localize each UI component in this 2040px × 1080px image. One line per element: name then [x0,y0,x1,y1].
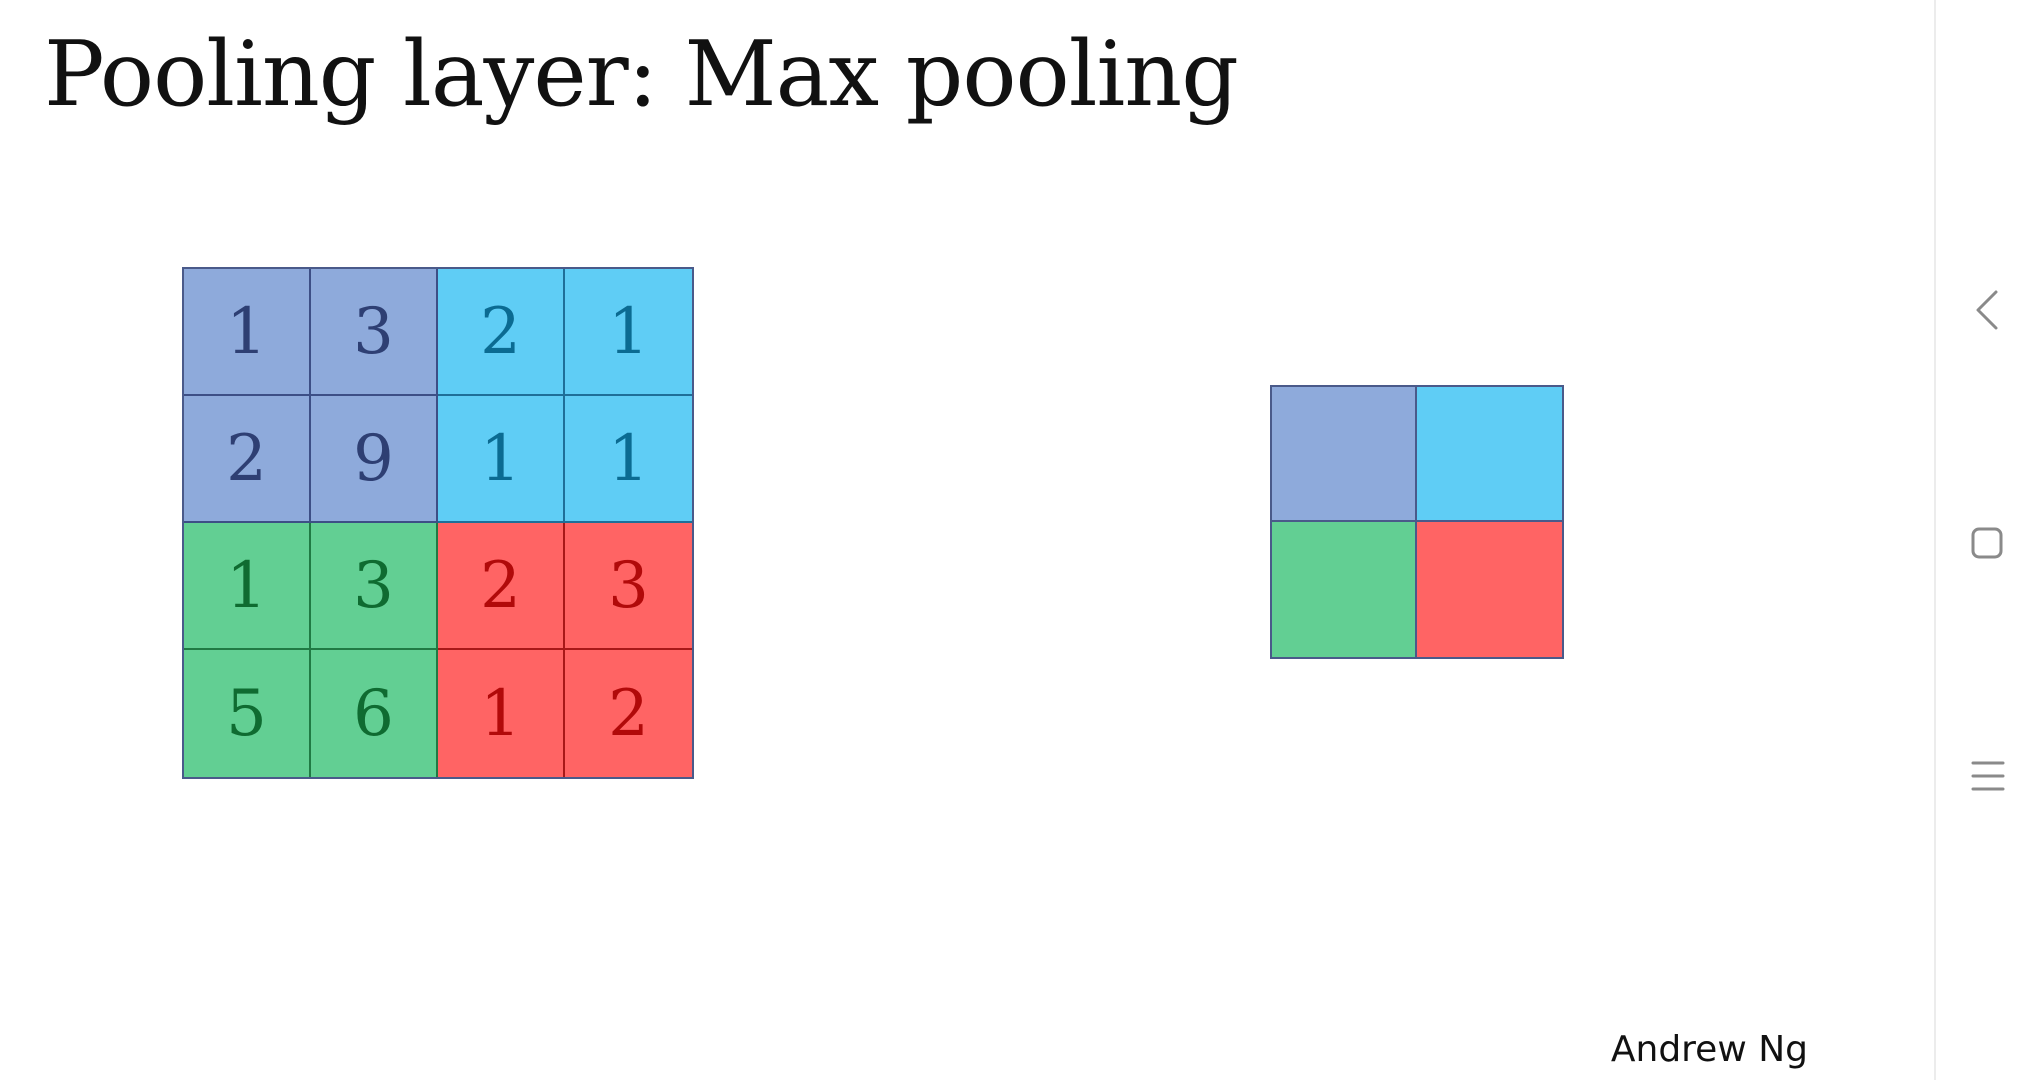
square-icon [1971,527,2003,559]
menu-icon [1971,761,2005,791]
output-matrix [1270,385,1564,659]
output-cell-bottom-right [1417,522,1562,657]
input-cell-1-0: 2 [184,396,311,523]
navigation-bar [1934,0,2040,1080]
input-cell-3-3: 2 [565,650,692,777]
input-cell-3-2: 1 [438,650,565,777]
input-cell-0-2: 2 [438,269,565,396]
output-cell-bottom-left [1272,522,1417,657]
input-cell-0-3: 1 [565,269,692,396]
input-cell-3-1: 6 [311,650,438,777]
input-cell-2-2: 2 [438,523,565,650]
author-label: Andrew Ng [1610,1029,1808,1070]
slide-title: Pooling layer: Max pooling [44,22,1239,127]
chevron-left-icon [1976,290,1998,330]
input-cell-1-1: 9 [311,396,438,523]
input-cell-2-1: 3 [311,523,438,650]
input-cell-2-3: 3 [565,523,692,650]
output-cell-top-right [1417,387,1562,522]
home-button[interactable] [1936,504,2040,584]
input-cell-0-1: 3 [311,269,438,396]
input-cell-1-2: 1 [438,396,565,523]
recents-button[interactable] [1936,736,2040,816]
back-button[interactable] [1936,270,2040,350]
input-cell-3-0: 5 [184,650,311,777]
input-cell-1-3: 1 [565,396,692,523]
input-cell-0-0: 1 [184,269,311,396]
input-cell-2-0: 1 [184,523,311,650]
output-cell-top-left [1272,387,1417,522]
